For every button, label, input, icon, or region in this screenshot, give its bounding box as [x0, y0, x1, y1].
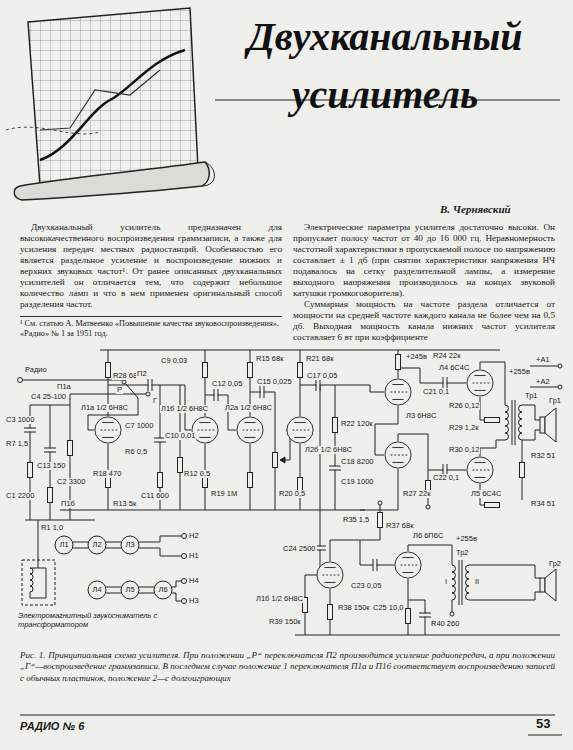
component-label: II	[474, 578, 480, 586]
components	[24, 355, 525, 624]
component-label: R20 0,5	[278, 490, 306, 498]
filament-label: Л2	[92, 541, 101, 549]
component-label: Л2а 1/2 6Н8С	[224, 404, 273, 412]
component-label: Л1б 1/2 6Н8С	[255, 595, 304, 603]
component-label: C23 0,05	[350, 582, 382, 590]
component-label: R13 5к	[112, 500, 137, 508]
component-label: Тр2	[455, 549, 470, 557]
component-label: R39 150к	[268, 618, 302, 626]
page-number: 53	[536, 716, 550, 731]
component-label: C2 3300	[56, 478, 86, 486]
component-label: Л1б 1/2 6Н8С	[160, 405, 209, 413]
component-label: C12 0,05	[211, 380, 243, 388]
component-label: R12 0,5	[183, 470, 211, 478]
filament-label: Л4	[92, 586, 101, 594]
component-label: C21 0,1	[422, 388, 450, 396]
wires	[18, 350, 563, 735]
component-label: R21 68к	[305, 355, 334, 363]
component-label: Н2	[188, 532, 200, 540]
filament-label: Л5	[125, 586, 134, 594]
article-title: Двухканальный усилитель	[205, 8, 565, 124]
component-label: Л6 6П6С	[412, 532, 444, 540]
component-label: C22 0,1	[432, 474, 460, 482]
component-label: C1 2200	[5, 492, 35, 500]
filament-label: Л6	[158, 586, 167, 594]
component-label: Гр2	[548, 560, 562, 568]
component-label: Гр1	[548, 397, 562, 405]
component-label: R29 1,2к	[448, 424, 480, 432]
component-label: R15 68к	[255, 355, 284, 363]
component-label: П1а	[56, 383, 72, 391]
component-label: +A1	[535, 356, 551, 364]
component-label: C18 8200	[340, 458, 375, 466]
component-label: R40 260	[430, 620, 460, 628]
component-label: Н3	[188, 597, 200, 605]
component-label: C10 0,01	[164, 432, 196, 440]
component-label: R30 0,12	[448, 446, 480, 454]
component-label: R27 22к	[402, 490, 431, 498]
component-label: +255в	[455, 535, 478, 543]
component-label: +A2	[535, 378, 551, 386]
body-paragraph: Суммарная мощность на частоте раздела от…	[293, 299, 555, 343]
filament-label: Л1	[59, 541, 68, 549]
component-label: +255в	[508, 368, 531, 376]
component-label: R26 0,12	[448, 402, 480, 410]
component-label: C19 1000	[340, 478, 375, 486]
journal-footer: РАДИО № 6	[20, 720, 84, 732]
component-label: C9 0,03	[160, 357, 188, 365]
component-label: C15 0,025	[256, 378, 293, 386]
author-byline: В. Чернявский	[440, 203, 511, 215]
component-label: C11 600	[140, 492, 170, 500]
component-label: R7 1,5	[5, 440, 29, 448]
component-label: C17 0,05	[306, 372, 338, 380]
component-label: I	[444, 578, 448, 586]
component-label: Л1а 1/2 6Н8С	[80, 404, 129, 412]
figure-caption: Рис. 1. Принципиальная схема усилителя. …	[20, 650, 555, 684]
component-label: Г	[152, 397, 158, 405]
component-label: Н4	[188, 577, 200, 585]
component-label: Р	[116, 386, 123, 394]
component-label: Л5 6С4С	[470, 490, 502, 498]
component-label: Л4 6С4С	[438, 364, 470, 372]
body-paragraph: Электрические параметры усилителя достат…	[293, 222, 555, 299]
component-label: Н1	[188, 552, 200, 560]
component-label: R37 68к	[385, 522, 414, 530]
component-label: R22 120к	[340, 420, 374, 428]
component-label: Тр1	[524, 392, 539, 400]
component-label: C13 150	[36, 462, 66, 470]
component-label: П1б	[60, 500, 76, 508]
component-label: R38 150к	[337, 604, 371, 612]
component-label: C25 10,0	[372, 604, 404, 612]
component-label: C24 2500	[282, 545, 317, 553]
component-label: C3 1000	[5, 416, 35, 424]
component-label: C4 25-100	[30, 393, 67, 401]
component-label: R19 1М	[210, 490, 238, 498]
component-label: R34 51	[530, 500, 556, 508]
body-paragraph: Двухканальный усилитель предназначен для…	[20, 222, 282, 310]
component-label: Л2б 1/2 6Н8С	[304, 446, 353, 454]
component-label: П2	[136, 370, 148, 378]
pickup-note: Электромагнитный звукосниматель с трансф…	[18, 612, 168, 629]
component-label: R18 470	[92, 470, 122, 478]
component-label: Л3 6Н8С	[405, 412, 437, 420]
component-label: R6 0,5	[124, 448, 148, 456]
component-label: C7 1000	[124, 422, 154, 430]
component-label: R35 1,5	[342, 516, 370, 524]
component-label: Радио	[24, 366, 48, 374]
component-label: +245в	[405, 353, 428, 361]
footnote: ¹ См. статью А. Матвеенко «Повышение кач…	[20, 316, 282, 339]
filament-label: Л3	[125, 541, 134, 549]
component-label: R32 51	[530, 452, 556, 460]
component-label: R1 1,0	[40, 524, 64, 532]
component-label: R24 22к	[432, 352, 461, 360]
